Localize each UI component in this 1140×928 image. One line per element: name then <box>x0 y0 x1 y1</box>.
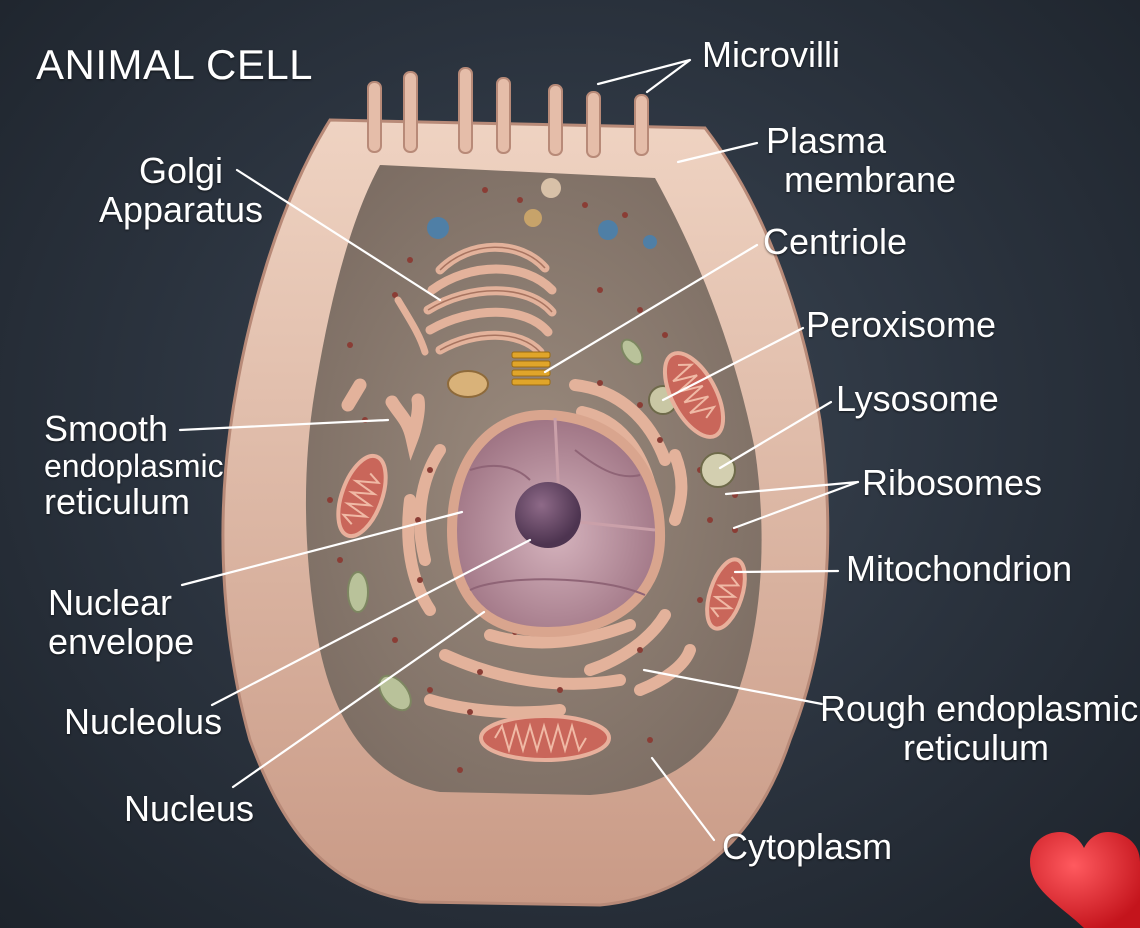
green-vesicles <box>347 338 644 712</box>
leader-ribosomes <box>724 480 860 530</box>
label-centriole: Centriole <box>763 221 908 262</box>
leader-lines <box>178 58 860 842</box>
label-microvilli: Microvilli <box>702 34 840 75</box>
leader-lysosome <box>718 400 833 470</box>
label-plasma-membrane-line1: Plasma <box>766 120 887 161</box>
label-nuclear-envelope-line2: envelope <box>48 620 195 662</box>
label-golgi-line1: Golgi <box>138 150 224 191</box>
vesicle-oval <box>447 370 489 398</box>
leader-smooth-er <box>178 418 390 432</box>
leader-peroxisome <box>661 326 805 402</box>
label-rough-er-line1: Rough endoplasmic <box>820 688 1139 729</box>
vesicles <box>427 178 657 249</box>
label-nuclear-envelope: Nuclear envelope <box>48 582 195 662</box>
leader-mitochondrion <box>733 569 840 574</box>
label-rough-er-line2: reticulum <box>902 726 1050 768</box>
leader-cytoplasm <box>650 756 716 842</box>
label-nuclear-envelope-line1: Nuclear <box>48 582 173 623</box>
leader-plasma-membrane <box>676 141 759 164</box>
label-mitochondrion: Mitochondrion <box>846 548 1073 589</box>
label-cytoplasm: Cytoplasm <box>722 826 893 867</box>
label-plasma-membrane-line2: membrane <box>784 158 957 200</box>
leader-centriole <box>543 243 759 374</box>
lysosome-shape <box>700 452 736 488</box>
label-plasma-membrane: Plasma membrane <box>766 120 957 200</box>
leader-rough-er <box>642 668 824 706</box>
ribosome-dots <box>327 187 738 773</box>
smooth-er-shape <box>341 378 425 461</box>
heart-icon <box>1030 832 1140 928</box>
label-lysosome: Lysosome <box>836 378 999 419</box>
label-golgi: Golgi Apparatus <box>96 150 266 230</box>
label-smooth-er-line3: reticulum <box>44 481 191 523</box>
label-nucleolus: Nucleolus <box>64 701 223 742</box>
nucleolus-shape <box>515 482 581 548</box>
label-smooth-er: Smooth endoplasmic reticulum <box>44 408 224 523</box>
centriole-shape <box>511 351 551 386</box>
label-ribosomes: Ribosomes <box>862 462 1043 503</box>
label-smooth-er-line2: endoplasmic <box>44 447 224 484</box>
golgi-outline <box>427 246 553 353</box>
leader-nucleus <box>231 610 486 789</box>
label-rough-er: Rough endoplasmic reticulum <box>820 688 1139 768</box>
label-peroxisome: Peroxisome <box>806 304 997 345</box>
leader-golgi <box>235 168 442 302</box>
leader-nuclear-envelope <box>180 510 464 587</box>
label-smooth-er-line1: Smooth <box>44 408 169 449</box>
leader-microvilli <box>596 58 692 94</box>
label-nucleus: Nucleus <box>124 788 255 829</box>
microvilli-shape <box>367 67 649 158</box>
diagram-title: ANIMAL CELL <box>36 41 314 88</box>
leader-nucleolus <box>210 538 532 707</box>
label-golgi-line2: Apparatus <box>98 188 264 230</box>
